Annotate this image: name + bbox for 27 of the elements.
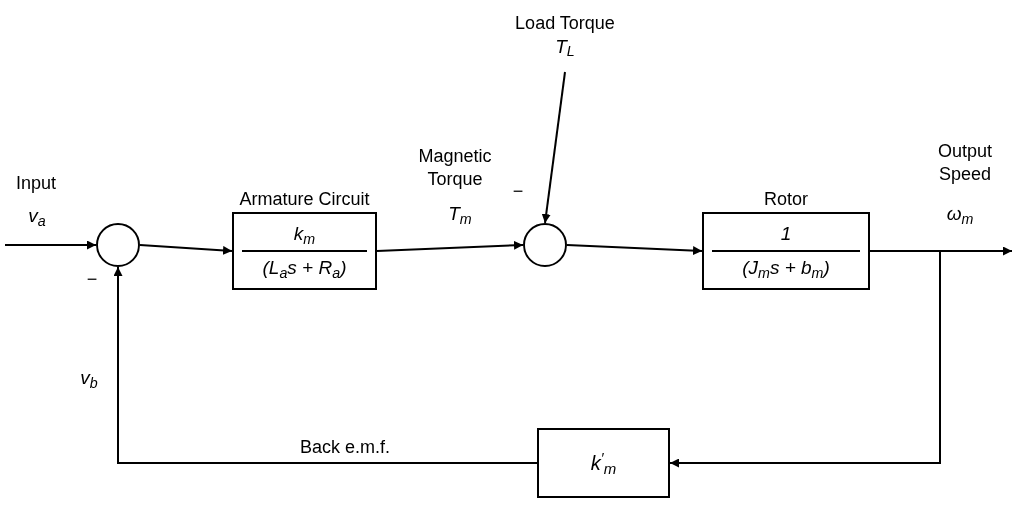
- input-label: Load Torque: [515, 12, 615, 35]
- signal-label: T$_{m}$: [448, 202, 472, 226]
- signal-arrow: [139, 244, 233, 255]
- signal-label: v$_{a}$: [28, 204, 46, 228]
- signal-arrow: [669, 250, 941, 468]
- signal-arrow: [4, 240, 97, 250]
- signal-symbol: T$_{L}$: [555, 34, 575, 59]
- numerator: 1: [780, 222, 792, 246]
- numerator: k$_{m}$: [293, 222, 316, 246]
- summing-junction: [96, 223, 140, 267]
- signal-label: Input: [15, 172, 56, 195]
- signal-label: −: [86, 268, 98, 288]
- block-title: Rotor: [764, 187, 808, 210]
- signal-arrow: [566, 244, 703, 256]
- signal-label: Output Speed: [936, 140, 993, 186]
- signal-arrow: [376, 240, 524, 252]
- signal-label: v$_{b}$: [80, 366, 98, 390]
- signal-arrow: [113, 266, 538, 464]
- signal-label: −: [512, 180, 524, 200]
- denominator: (J$_{m}$s + b$_{m}$): [742, 256, 830, 280]
- denominator: (L$_{a}$s + R$_{a}$): [262, 256, 347, 280]
- signal-arrow: [541, 71, 566, 224]
- signal-label: ω$_{m}$: [946, 202, 974, 226]
- feedback-block: [537, 428, 670, 498]
- block-title: Armature Circuit: [239, 187, 370, 210]
- summing-junction: [523, 223, 567, 267]
- signal-label: Magnetic Torque: [417, 145, 493, 191]
